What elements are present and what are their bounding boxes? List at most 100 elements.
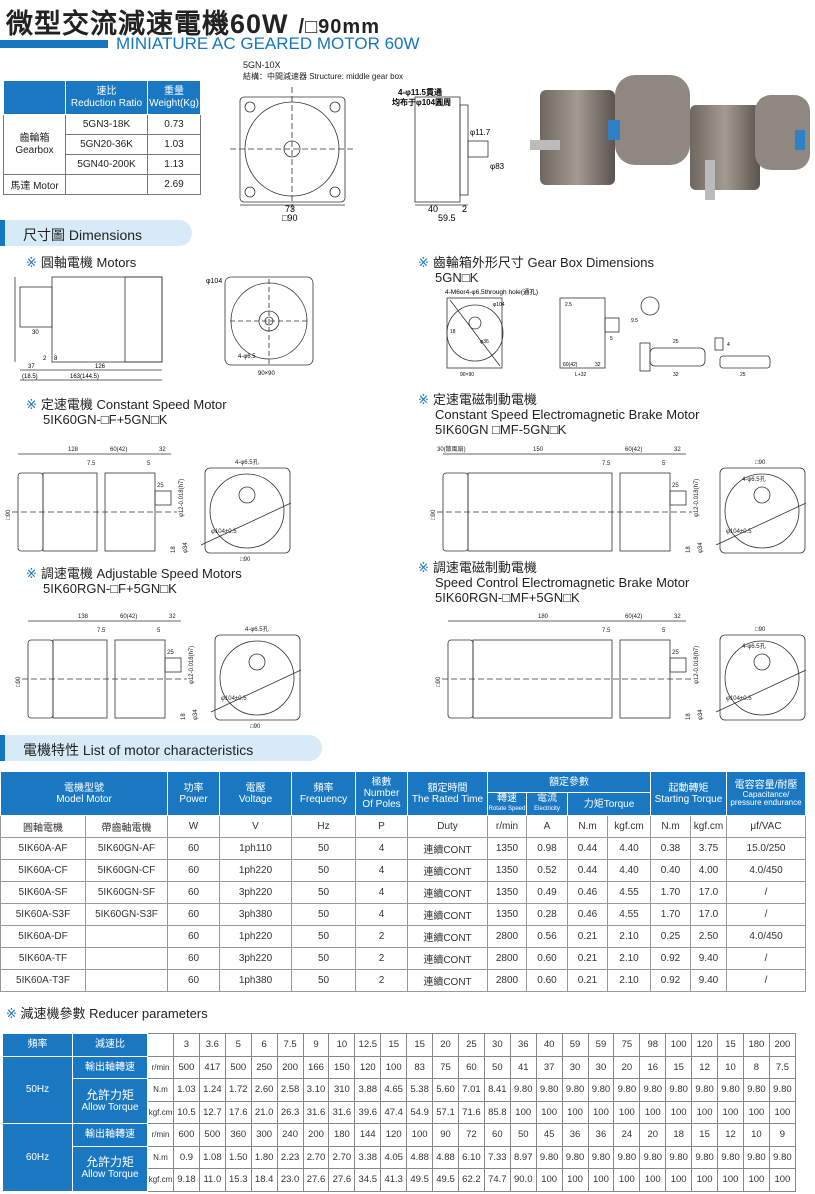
cell: 49.5 <box>432 1168 459 1192</box>
cell: 5GN40-200K <box>65 154 148 175</box>
dim-label: 2.5 <box>565 302 572 308</box>
cell: 85.8 <box>483 1100 511 1124</box>
cell: 5IK60GN-S3F <box>85 903 168 926</box>
cell: 12.7 <box>198 1100 226 1124</box>
cell: 9.40 <box>690 947 727 970</box>
cell: 9.80 <box>561 1145 589 1169</box>
cell: 50 <box>291 837 356 860</box>
cell: 6.10 <box>457 1145 485 1169</box>
cell: 1350 <box>487 881 527 904</box>
cell: 24 <box>613 1123 641 1147</box>
cell: 2.10 <box>607 969 651 992</box>
cell <box>85 925 168 948</box>
cell: 3.38 <box>354 1145 382 1169</box>
cell: 2.69 <box>147 174 201 195</box>
dim-label: 均布于φ104圓周 <box>392 97 451 107</box>
cell: 100 <box>639 1100 667 1124</box>
cell: 50 <box>291 859 356 882</box>
dim-label: φ11.7 <box>470 128 491 137</box>
ratio-cell: 3.6 <box>198 1033 226 1057</box>
cell: 9.80 <box>717 1078 744 1102</box>
dim-label: φ12-0.018(h7) <box>179 479 185 517</box>
cell: 5IK60A-SF <box>0 881 86 904</box>
cell: 1.13 <box>147 154 201 175</box>
cell: 連續CONT <box>407 837 488 860</box>
cell: 3ph220 <box>219 947 292 970</box>
unit-cell: kgf.cm <box>147 1100 174 1124</box>
cell: 0.73 <box>147 114 201 135</box>
dim-label: 32 <box>169 614 176 620</box>
cell: 4 <box>355 837 408 860</box>
cell: 2.58 <box>276 1078 304 1102</box>
cell: 2.70 <box>302 1145 330 1169</box>
dim-label: 126 <box>95 364 106 370</box>
ratio-cell: 15 <box>406 1033 434 1057</box>
cell: 2.23 <box>276 1145 304 1169</box>
cell: 72 <box>457 1123 485 1147</box>
dim-label: □90 <box>240 557 251 563</box>
section-characteristics: 電機特性 List of motor characteristics <box>0 735 322 761</box>
cell: 2 <box>355 947 408 970</box>
dim-label: 5 <box>157 628 161 634</box>
cell: 9.80 <box>639 1145 667 1169</box>
dim-label: 40 <box>428 204 438 214</box>
header-ratio: 減速比 <box>72 1033 148 1057</box>
cell: 21.0 <box>250 1100 278 1124</box>
cell: 5IK60GN-CF <box>85 859 168 882</box>
cell: 18.4 <box>250 1168 278 1192</box>
cell: 0.46 <box>567 903 608 926</box>
cell <box>85 947 168 970</box>
unit-cell: r/min <box>147 1123 174 1147</box>
cell: 9.80 <box>535 1145 563 1169</box>
cell: 9.80 <box>587 1078 615 1102</box>
unit-cell: μf/VAC <box>726 815 806 838</box>
cell: 1350 <box>487 859 527 882</box>
cell: 100 <box>406 1123 434 1147</box>
unit-cell: N.m <box>147 1078 174 1102</box>
ratio-cell: 5 <box>224 1033 252 1057</box>
unit-cell: 圓軸電機 <box>0 815 86 838</box>
cell: 100 <box>587 1100 615 1124</box>
cell: 9 <box>768 1123 797 1147</box>
cell: 60 <box>457 1055 485 1079</box>
dim-label: 37 <box>28 364 35 370</box>
cell: 1.70 <box>650 903 691 926</box>
cell: 100 <box>639 1168 667 1192</box>
cell: 100 <box>717 1100 744 1124</box>
cell: 60 <box>483 1123 511 1147</box>
top-drawing-caption: 5GN-10X 結構：中間減速器 Structure: middle gear … <box>243 60 403 82</box>
dim-label: □90 <box>755 627 766 633</box>
cell: 15 <box>665 1055 693 1079</box>
unit-cell: N.m <box>567 815 608 838</box>
cell: 120 <box>354 1055 382 1079</box>
output-speed-label: 輸出軸轉速 <box>72 1055 148 1079</box>
unit-cell: N.m <box>650 815 691 838</box>
dim-label: φ34 <box>698 709 704 720</box>
cell: 17.6 <box>224 1100 252 1124</box>
cell: 100 <box>665 1100 693 1124</box>
cell: 54.9 <box>406 1100 434 1124</box>
cell: 4.55 <box>607 903 651 926</box>
dim-label: 8 <box>54 356 58 362</box>
cell: 39.6 <box>354 1100 382 1124</box>
cell: 31.6 <box>302 1100 330 1124</box>
dim-label: 90×90 <box>258 371 276 377</box>
dim-label: □90 <box>250 724 261 730</box>
ratio-cell: 98 <box>639 1033 667 1057</box>
cell: 100 <box>535 1168 563 1192</box>
dim-label: φ36 <box>480 339 489 345</box>
unit-cell: 帶齒軸電機 <box>85 815 168 838</box>
